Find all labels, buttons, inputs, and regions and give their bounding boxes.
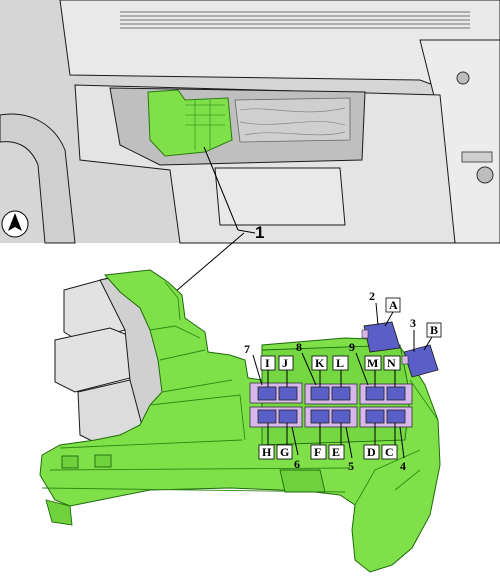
console-buttons <box>461 151 493 163</box>
relay-E <box>331 409 351 424</box>
relay-G <box>278 409 298 424</box>
callout-number-8: 8 <box>296 340 302 354</box>
console-knob-lower <box>476 166 494 184</box>
label-G: G <box>280 445 289 459</box>
housing-feet <box>45 454 326 526</box>
label-C: C <box>385 445 394 459</box>
label-leaders <box>252 302 433 459</box>
relay-H <box>257 409 277 424</box>
top-row-labels: I J K L M N <box>260 355 401 371</box>
label-E: E <box>332 445 340 459</box>
callout-number-4: 4 <box>400 459 406 473</box>
relay-K <box>310 386 330 401</box>
relay-B <box>401 344 439 378</box>
label-M: M <box>367 356 378 370</box>
callout-number-2: 2 <box>369 289 375 303</box>
relay-M <box>365 386 385 401</box>
relay-L <box>331 386 351 401</box>
fuse-box-highlight <box>147 89 233 157</box>
relay-N <box>386 386 406 401</box>
wiring-harness <box>234 97 351 143</box>
bottom-row-labels: H G F E D C <box>258 444 398 460</box>
callout-number-1: 1 <box>255 223 264 242</box>
fuse-box-detail <box>39 269 441 573</box>
console-knob <box>456 71 470 85</box>
label-B: B <box>430 323 438 337</box>
air-vent <box>120 11 470 29</box>
label-N: N <box>387 356 396 370</box>
label-F: F <box>314 445 321 459</box>
relay-A <box>361 321 401 353</box>
callout-number-9: 9 <box>349 340 355 354</box>
relay-J <box>278 386 298 401</box>
relay-labels: A B <box>385 297 442 338</box>
fuse-box-detail-lines <box>185 100 225 150</box>
north-arrow-icon <box>1 210 29 238</box>
relay-F <box>310 409 330 424</box>
green-housing <box>39 269 441 573</box>
label-K: K <box>315 356 325 370</box>
wiring-detail <box>239 107 346 136</box>
relay-D <box>365 409 385 424</box>
dashboard-view <box>0 0 500 244</box>
callout-number-6: 6 <box>294 457 300 471</box>
steering-wheel <box>0 113 76 244</box>
callout-number-3: 3 <box>410 316 416 330</box>
relay-I <box>257 386 277 401</box>
relay-C <box>386 409 406 424</box>
callout-1-leaders <box>174 146 256 293</box>
label-D: D <box>367 445 376 459</box>
lower-cubby <box>214 167 346 226</box>
label-A: A <box>389 298 398 312</box>
label-L: L <box>336 356 344 370</box>
fuse-row-bottom <box>249 406 413 428</box>
callout-number-7: 7 <box>244 342 250 356</box>
number-callouts: 2 3 7 8 9 6 5 4 <box>244 289 416 473</box>
callout-number-5: 5 <box>348 459 354 473</box>
label-J: J <box>282 356 288 370</box>
label-H: H <box>262 445 272 459</box>
fuse-row-top <box>249 382 413 405</box>
label-I: I <box>265 356 270 370</box>
